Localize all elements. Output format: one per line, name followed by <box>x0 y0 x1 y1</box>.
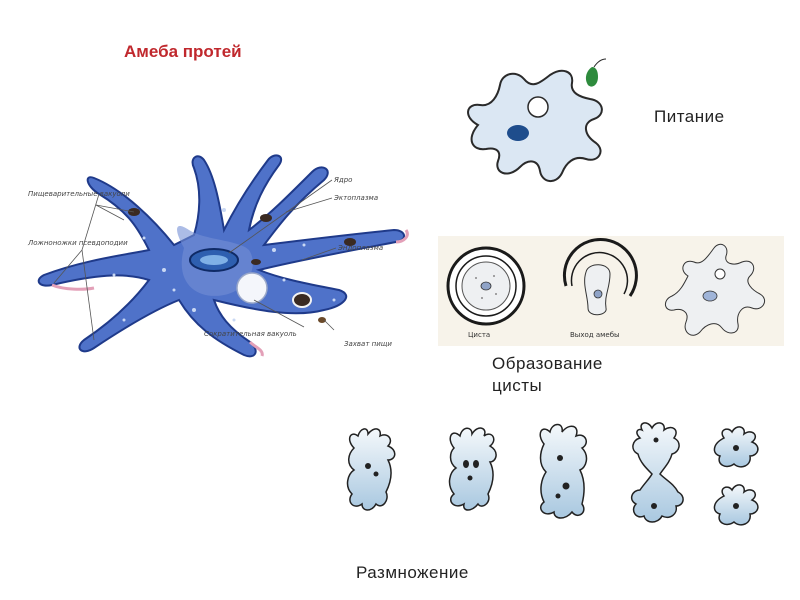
label-endoplasm: Эндоплазма <box>337 244 383 252</box>
label-food-capture: Захват пищи <box>344 340 392 348</box>
division-stage-3 <box>539 423 588 519</box>
amoeba-anatomy-diagram: Пищеварительные вакуоли Ложноножки псевд… <box>27 154 409 358</box>
prey-organism <box>585 67 598 87</box>
exit-label: Выход амебы <box>570 331 620 339</box>
food-vacuole <box>292 292 312 308</box>
food-vacuole <box>344 238 356 246</box>
page-title: Амеба протей <box>124 42 242 61</box>
free-amoeba <box>665 243 765 336</box>
division-stage-2 <box>448 427 497 511</box>
label-digestive-vacuoles: Пищеварительные вакуоли <box>28 190 130 198</box>
daughter-cell-top <box>713 426 759 468</box>
cyst-label: Циста <box>468 331 490 339</box>
nucleus <box>507 125 529 141</box>
division-stage-4 <box>630 422 684 523</box>
daughter-cell-bottom <box>713 484 759 526</box>
cyst-stage-exit <box>562 237 638 316</box>
label-contractile-vacuole: Сократительная вакуоль <box>204 330 297 338</box>
division-stage-1 <box>346 428 396 511</box>
food-vacuole <box>260 214 272 222</box>
reproduction-illustration <box>346 422 759 526</box>
label-ectoplasm: Эктоплазма <box>333 194 378 202</box>
food-vacuole <box>251 259 261 265</box>
caption-reproduction: Размножение <box>356 563 469 582</box>
amoeba-body <box>467 69 603 182</box>
label-nucleus: Ядро <box>333 176 352 184</box>
caption-cyst-formation: Образование цисты <box>492 354 603 395</box>
label-pseudopods: Ложноножки псевдоподии <box>27 239 128 247</box>
vacuole <box>527 96 549 118</box>
cyst-formation-illustration: Циста Выход амебы <box>438 236 784 346</box>
prey-particle <box>318 317 326 323</box>
contractile-vacuole <box>236 272 268 304</box>
caption-feeding: Питание <box>654 107 725 126</box>
cyst-stage-closed <box>446 246 526 326</box>
feeding-illustration <box>467 58 607 182</box>
